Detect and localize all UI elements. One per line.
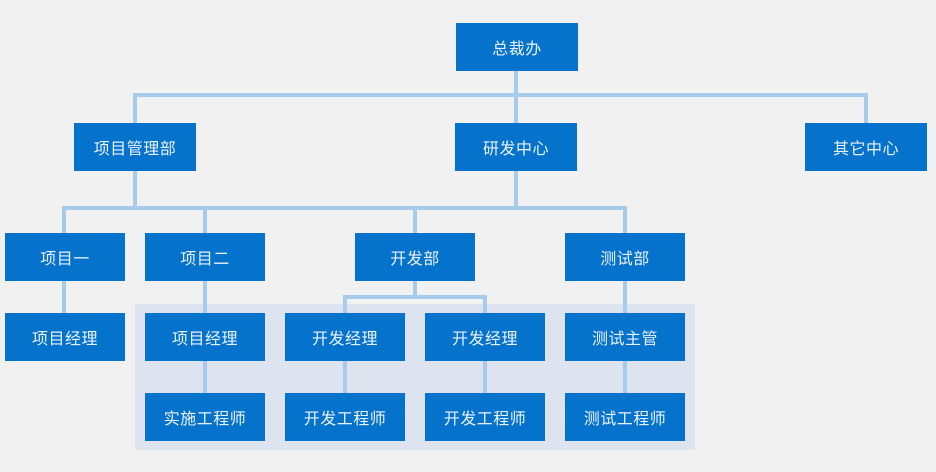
connector-line: [62, 281, 66, 313]
connector-line: [864, 93, 868, 123]
connector-line: [483, 361, 487, 393]
connector-line: [623, 206, 627, 233]
node-dev-engineer-1[interactable]: 开发工程师: [285, 393, 405, 441]
node-project-mgmt-dept[interactable]: 项目管理部: [74, 123, 196, 171]
node-dev-manager-1[interactable]: 开发经理: [285, 313, 405, 361]
node-dev-engineer-2[interactable]: 开发工程师: [425, 393, 545, 441]
connector-line: [413, 281, 417, 299]
connector-line: [343, 361, 347, 393]
node-test-dept[interactable]: 测试部: [565, 233, 685, 281]
connector-line: [203, 206, 207, 233]
node-dev-manager-2[interactable]: 开发经理: [425, 313, 545, 361]
connector-line: [133, 171, 137, 210]
connector-line: [483, 295, 487, 313]
node-other-center[interactable]: 其它中心: [805, 123, 927, 171]
node-rd-center[interactable]: 研发中心: [455, 123, 577, 171]
connector-line: [623, 361, 627, 393]
node-ceo-office[interactable]: 总裁办: [456, 23, 578, 71]
connector-line: [343, 295, 487, 299]
connector-line: [514, 71, 518, 123]
connector-line: [343, 295, 347, 313]
node-project-manager-2[interactable]: 项目经理: [145, 313, 265, 361]
connector-line: [133, 93, 868, 97]
node-dev-dept[interactable]: 开发部: [355, 233, 475, 281]
node-project-2[interactable]: 项目二: [145, 233, 265, 281]
connector-line: [62, 206, 627, 210]
node-project-1[interactable]: 项目一: [5, 233, 125, 281]
node-impl-engineer[interactable]: 实施工程师: [145, 393, 265, 441]
connector-line: [413, 206, 417, 233]
node-test-engineer[interactable]: 测试工程师: [565, 393, 685, 441]
connector-line: [133, 93, 137, 123]
connector-line: [203, 281, 207, 313]
connector-line: [514, 171, 518, 210]
node-test-lead[interactable]: 测试主管: [565, 313, 685, 361]
node-project-manager-1[interactable]: 项目经理: [5, 313, 125, 361]
connector-line: [203, 361, 207, 393]
connector-line: [62, 206, 66, 233]
connector-line: [623, 281, 627, 313]
